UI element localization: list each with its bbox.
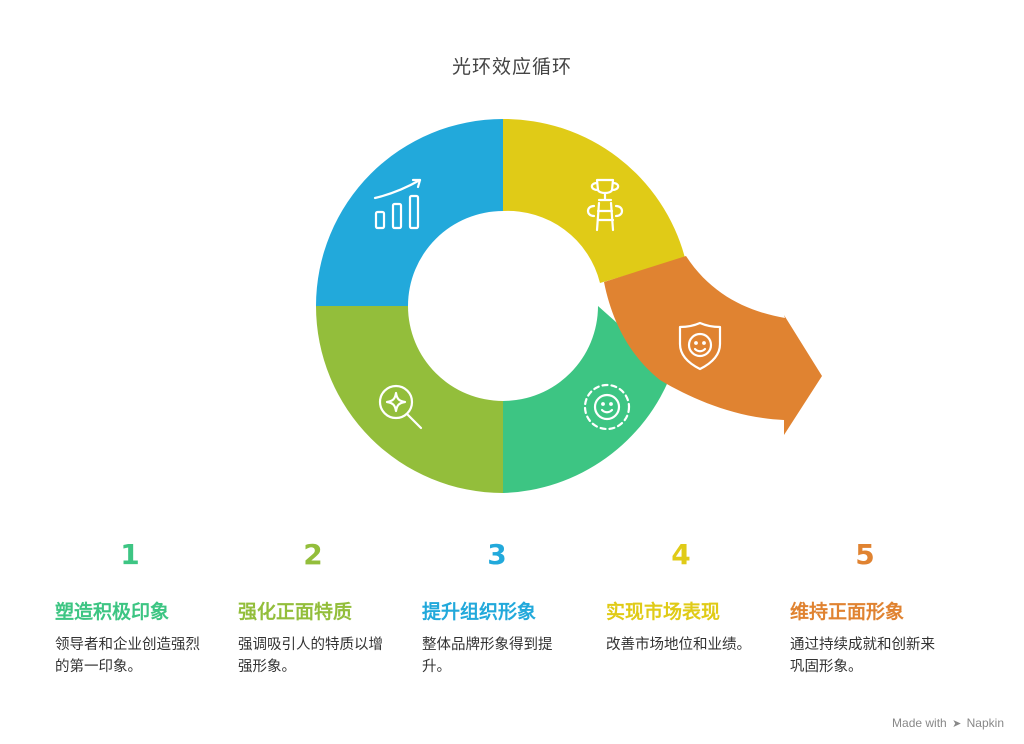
step-2: 2 强化正面特质 强调吸引人的特质以增强形象。 [238, 538, 408, 678]
step-description: 领导者和企业创造强烈的第一印象。 [55, 637, 200, 675]
halo-cycle-diagram [316, 118, 822, 493]
step-title: 实现市场表现 [606, 601, 721, 623]
step-title: 维持正面形象 [790, 601, 905, 623]
step-number: 1 [120, 538, 140, 571]
watermark-brand: Napkin [966, 716, 1004, 730]
step-3: 3 提升组织形象 整体品牌形象得到提升。 [422, 538, 592, 678]
step-number: 2 [303, 538, 323, 571]
shield-face-icon [678, 321, 722, 371]
napkin-logo-icon: ➤ [952, 718, 962, 730]
watermark-prefix: Made with [892, 716, 947, 730]
step-description: 强调吸引人的特质以增强形象。 [238, 637, 383, 675]
page-title: 光环效应循环 [451, 56, 572, 78]
segment-teal [503, 306, 672, 493]
watermark: Made with ➤ Napkin [892, 716, 1004, 730]
step-number: 4 [671, 538, 691, 571]
step-1: 1 塑造积极印象 领导者和企业创造强烈的第一印象。 [55, 538, 225, 678]
step-description: 整体品牌形象得到提升。 [422, 637, 553, 675]
bar-chart-growth-icon [373, 178, 422, 230]
step-4: 4 实现市场表现 改善市场地位和业绩。 [606, 538, 776, 656]
step-title: 提升组织形象 [422, 601, 537, 623]
step-number: 3 [487, 538, 507, 571]
smiley-icon [583, 383, 631, 431]
step-title: 塑造积极印象 [55, 601, 170, 623]
trophy-ladder-icon [586, 178, 624, 232]
segment-yellow [503, 118, 685, 284]
step-5: 5 维持正面形象 通过持续成就和创新来巩固形象。 [790, 538, 960, 678]
step-title: 强化正面特质 [238, 601, 353, 623]
step-number: 5 [855, 538, 875, 571]
sparkle-magnifier-icon [378, 384, 423, 430]
step-description: 改善市场地位和业绩。 [606, 637, 751, 653]
segment-orange-arrow [604, 256, 822, 435]
segment-lime [316, 306, 503, 493]
step-description: 通过持续成就和创新来巩固形象。 [790, 637, 935, 675]
